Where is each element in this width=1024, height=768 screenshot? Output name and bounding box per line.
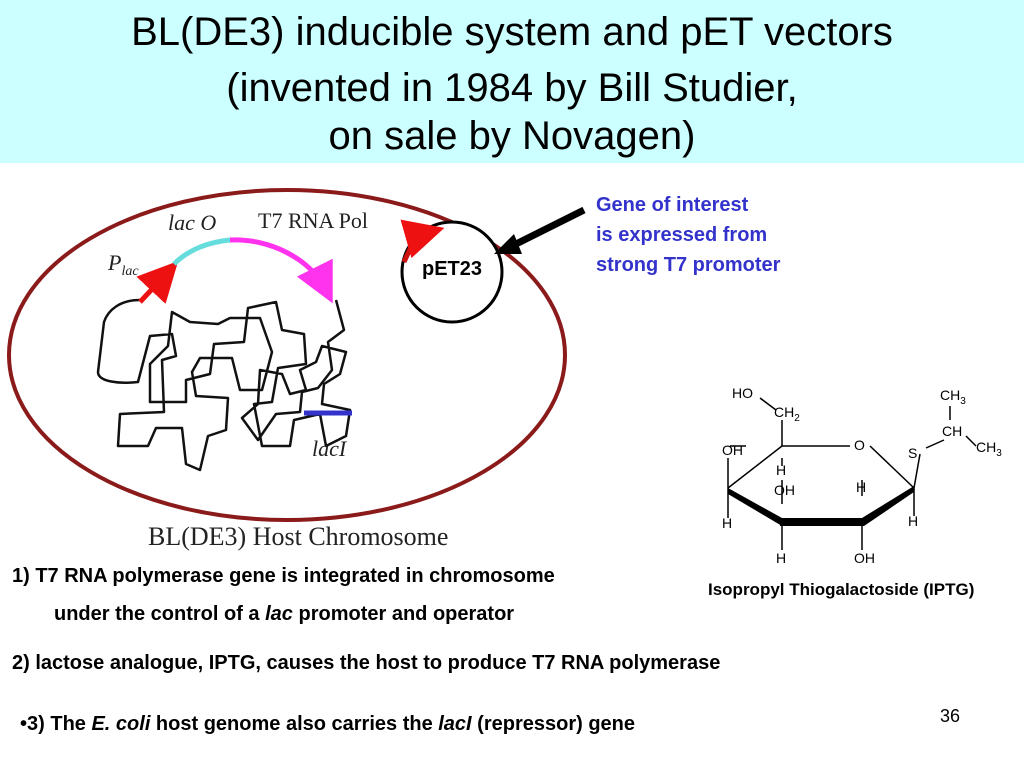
iptg-atom-oh-left: OH [722, 442, 743, 458]
p-lac-main: P [108, 250, 122, 275]
iptg-atom-h-upper: H [776, 462, 787, 478]
host-chromosome-label: BL(DE3) Host Chromosome [148, 522, 449, 551]
page-number: 36 [940, 706, 961, 726]
iptg-atom-h-bottom: H [776, 550, 787, 566]
gene-note-line-2: is expressed from [596, 224, 768, 246]
pet23-label: pET23 [421, 258, 483, 280]
point-3: •3) The E. coli host genome also carries… [20, 713, 635, 735]
iptg-atom-ch: CH [942, 423, 963, 439]
iptg-atom-oh-mid: OH [774, 482, 795, 498]
pointer-arrow-shaft [510, 206, 586, 250]
title-band [0, 0, 1024, 163]
iptg-wedge-right [862, 486, 914, 526]
gene-note-line-1: Gene of interest [596, 194, 749, 216]
pointer-arrow-head [494, 234, 522, 254]
plasmid-promoter-arrow [400, 219, 445, 264]
t7-rna-pol-label: T7 RNA Pol [258, 208, 369, 233]
iptg-atom-ch3-right: CH3 [976, 439, 1002, 459]
slide-title-line-2: (invented in 1984 by Bill Studier, [226, 66, 798, 110]
point-2: 2) lactose analogue, IPTG, causes the ho… [12, 652, 721, 674]
iptg-wedge-bottom [780, 518, 864, 526]
iptg-caption: Isopropyl Thiogalactoside (IPTG) [708, 580, 975, 599]
chromosome-strand [96, 298, 352, 472]
p-lac-sub: lac [121, 264, 139, 279]
laci-label: lacI [312, 436, 347, 461]
slide-title-line-3: on sale by Novagen) [328, 114, 696, 158]
slide-title-line-1: BL(DE3) inducible system and pET vectors [131, 10, 893, 54]
lac-o-label: lac O [168, 210, 217, 235]
point-1-line-1: 1) T7 RNA polymerase gene is integrated … [12, 565, 555, 587]
gene-note-line-3: strong T7 promoter [596, 254, 781, 276]
iptg-atom-h-right-upper: H [856, 479, 867, 495]
promoter-arrow [136, 261, 179, 304]
iptg-atom-h-left-lower: H [722, 515, 733, 531]
iptg-atom-ch2: CH2 [774, 404, 800, 424]
iptg-atom-ch3-top: CH3 [940, 387, 966, 407]
cell-outline [7, 188, 567, 522]
point-1-line-2: under the control of a lac promoter and … [54, 603, 515, 625]
iptg-atom-h-right-lower: H [908, 513, 919, 529]
iptg-atom-oh-bottom: OH [854, 550, 875, 566]
operator-segment [172, 237, 231, 266]
bullet: • [20, 713, 28, 735]
iptg-bonds [727, 397, 977, 550]
iptg-atom-o-ring: O [854, 437, 865, 453]
t7-gene-arrow [229, 237, 333, 304]
iptg-atom-s: S [908, 445, 918, 461]
iptg-atom-ho: HO [732, 385, 753, 401]
iptg-wedge-left [728, 488, 782, 526]
p-lac-label: Plac [108, 250, 139, 279]
